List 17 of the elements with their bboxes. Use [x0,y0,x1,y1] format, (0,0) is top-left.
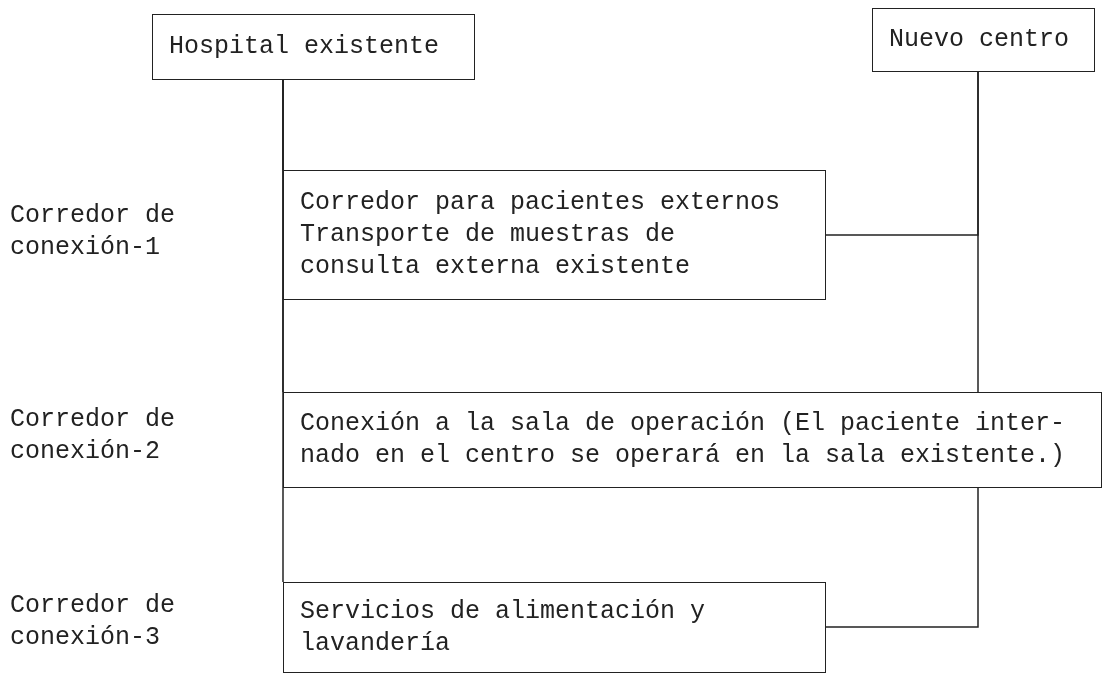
text-box [283,582,826,673]
text-box [872,8,1095,72]
corridor-label: Corredor de conexión-2 [10,404,177,468]
box-text: Corredor para pacientes externos [300,187,782,219]
text-box [152,14,475,80]
box-text: Servicios de alimentación y lavandería [300,595,707,660]
text-box [283,170,826,300]
corridor-label: Corredor de conexión-1 [10,200,177,264]
text-box [283,392,1102,488]
box-text: Transporte de muestras de consulta externa existente [300,219,692,283]
corridor-label: Corredor de conexión-3 [10,590,177,654]
box-text: Nuevo centro [889,24,1071,56]
box-text: Conexión a la sala de operación (El paciente inter- nado en el centro se operará en la sala existente.) [300,408,1067,472]
connector-line [825,487,979,628]
connector-line [977,71,979,393]
connector-line [282,79,284,583]
box-text: Hospital existente [169,31,441,63]
